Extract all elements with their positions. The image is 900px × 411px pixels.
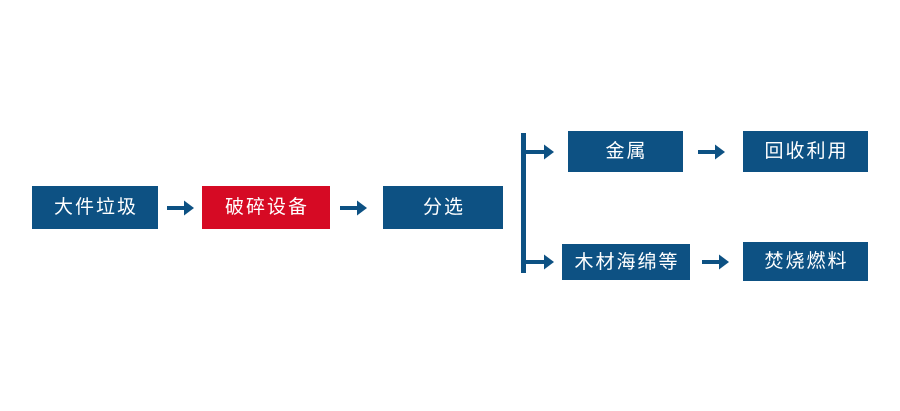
arrow-right-icon-wood-to-fuel <box>701 248 731 276</box>
node-recycle-reuse[interactable]: 回收利用 <box>743 131 868 172</box>
arrow-right-icon-branch-to-wood <box>524 248 556 276</box>
branch-split-line <box>521 133 526 273</box>
node-incineration-fuel[interactable]: 焚烧燃料 <box>743 242 868 281</box>
arrow-right-icon-branch-to-metal <box>524 138 556 166</box>
node-input-bulky-waste[interactable]: 大件垃圾 <box>32 186 158 229</box>
arrow-right-icon-crusher-to-sorting <box>339 194 369 222</box>
node-metal[interactable]: 金属 <box>568 131 683 172</box>
node-crusher-equipment[interactable]: 破碎设备 <box>202 186 330 229</box>
arrow-right-icon-input-to-crusher <box>166 194 196 222</box>
node-wood-sponge[interactable]: 木材海绵等 <box>562 244 690 280</box>
node-sorting[interactable]: 分选 <box>383 186 503 229</box>
arrow-right-icon-metal-to-recycle <box>697 138 727 166</box>
